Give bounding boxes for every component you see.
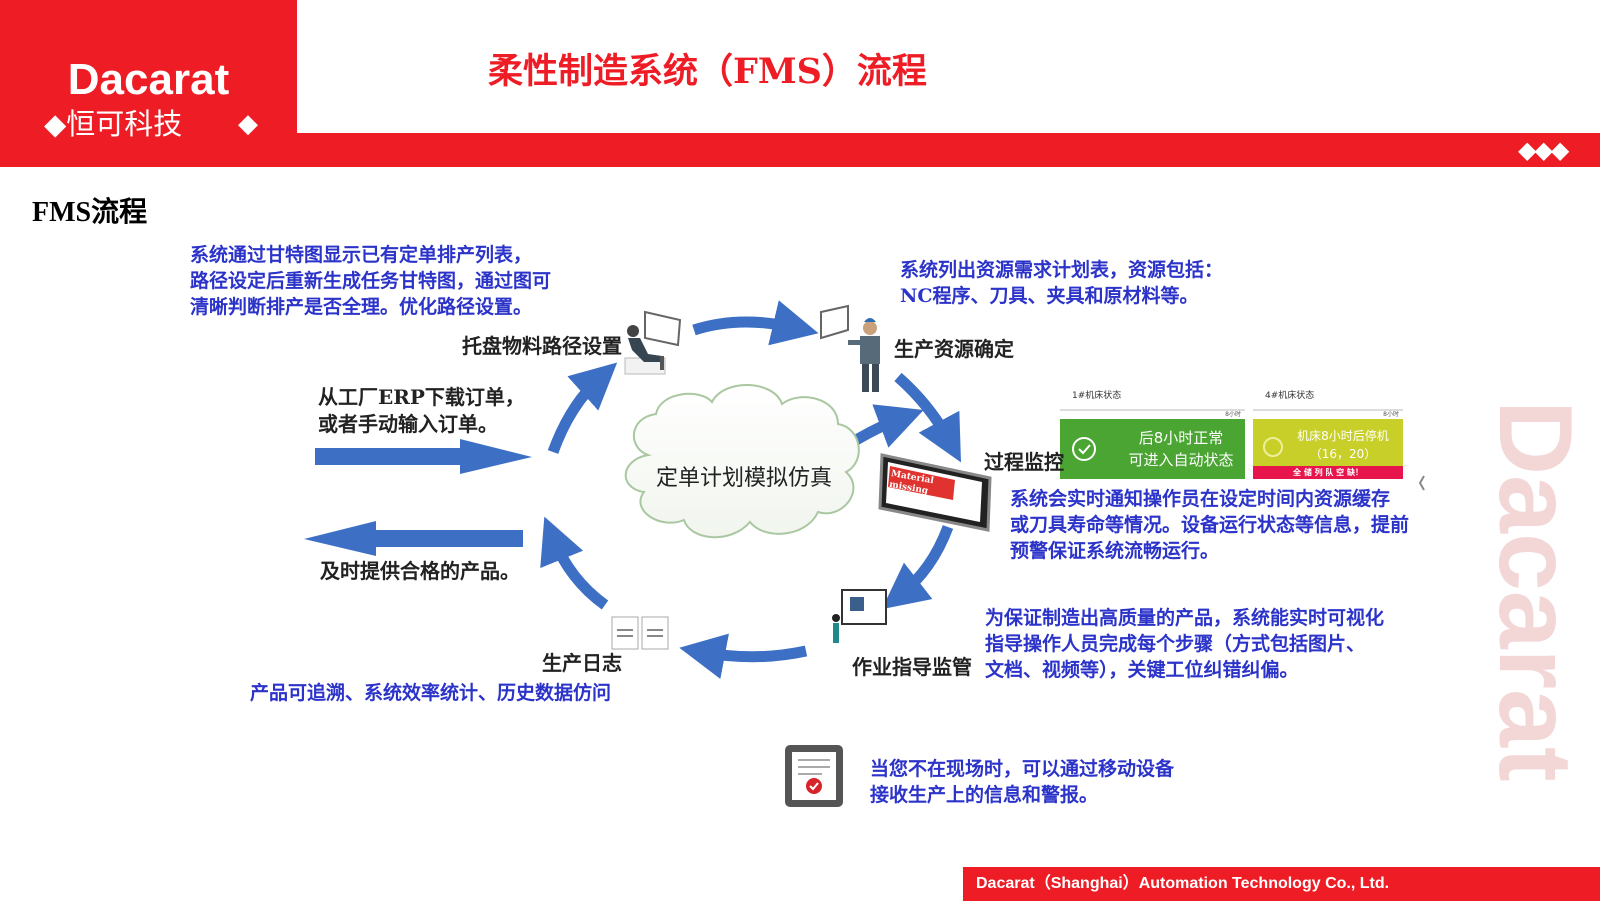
note-log-desc: 产品可追溯、系统效率统计、历史数据仿问 <box>250 682 612 704</box>
status-card-machine-4: 4#机床状态 8小时 机床8小时后停机（16，20） 全 储 列 队 空 缺！ <box>1253 385 1403 479</box>
node-work-guidance: 作业指导监管 <box>852 655 972 679</box>
note-resource-plan: 系统列出资源需求计划表，资源包括： NC程序、刀具、夹具和原材料等。 <box>900 259 1224 307</box>
center-label: 定单计划模拟仿真 <box>656 466 833 491</box>
note-monitor-desc: 系统会实时通知操作员在设定时间内资源缓存 或刀具寿命等情况。设备运行状态等信息，… <box>1010 488 1410 562</box>
brand-cn: ◆恒可科技 <box>44 107 183 141</box>
arrow-pallet-to-resource <box>692 300 819 346</box>
status-card-machine-1: 1#机床状态 8小时 后8小时正常可进入自动状态 <box>1060 385 1245 479</box>
node-process-monitor: 过程监控 <box>984 450 1064 474</box>
brand-logo: Dacarat <box>67 55 230 104</box>
node-resource-confirm: 生产资源确定 <box>894 337 1014 361</box>
note-gantt: 系统通过甘特图显示已有定单排产列表， 路径设定后重新生成任务甘特图，通过图可 清… <box>190 244 552 318</box>
arrow-output <box>304 521 523 556</box>
warning-circle-icon <box>1263 437 1283 457</box>
band-diamonds-icon: ◆◆◆ <box>1518 136 1569 164</box>
logo-box <box>0 0 297 167</box>
diamond-icon: ◆ <box>238 109 258 139</box>
footer-company: Dacarat（Shanghai）Automation Technology C… <box>976 875 1390 892</box>
check-circle-icon <box>1072 437 1096 461</box>
note-mobile: 当您不在现场时，可以通过移动设备 接收生产上的信息和警报。 <box>870 758 1175 806</box>
log-documents-icon <box>611 616 669 650</box>
brand-watermark: Dacarat <box>1477 400 1593 782</box>
arrow-input <box>315 439 532 474</box>
arrow-resource-to-monitor <box>894 372 961 463</box>
note-guidance-desc: 为保证制造出高质量的产品，系统能实时可视化 指导操作人员完成每个步骤（方式包括图… <box>985 607 1385 681</box>
note-delivery: 及时提供合格的产品。 <box>320 559 520 583</box>
engineer-icon <box>820 304 880 392</box>
arrow-monitor-to-guidance <box>881 525 954 610</box>
arrow-left-to-pallet <box>547 362 618 454</box>
node-production-log: 生产日志 <box>542 651 622 675</box>
chevron-left-icon <box>1418 475 1425 491</box>
section-title: FMS流程 <box>32 197 148 228</box>
arrow-guidance-to-log <box>679 633 808 679</box>
note-erp-download: 从工厂ERP下载订单， 或者手动输入订单。 <box>318 385 525 436</box>
guidance-operator-icon <box>832 589 887 643</box>
arrow-log-to-pallet-left <box>540 516 609 610</box>
operator-computer-icon <box>624 310 682 375</box>
node-pallet-routing: 托盘物料路径设置 <box>462 334 622 358</box>
header-band <box>297 133 1600 167</box>
center-cloud <box>624 384 860 539</box>
svg-text:Dacarat: Dacarat <box>1477 400 1593 782</box>
footer-bar <box>963 867 1600 901</box>
tablet-alert-icon <box>785 745 843 807</box>
material-missing-screen-icon <box>878 453 992 532</box>
page-title: 柔性制造系统（FMS）流程 <box>488 51 927 92</box>
